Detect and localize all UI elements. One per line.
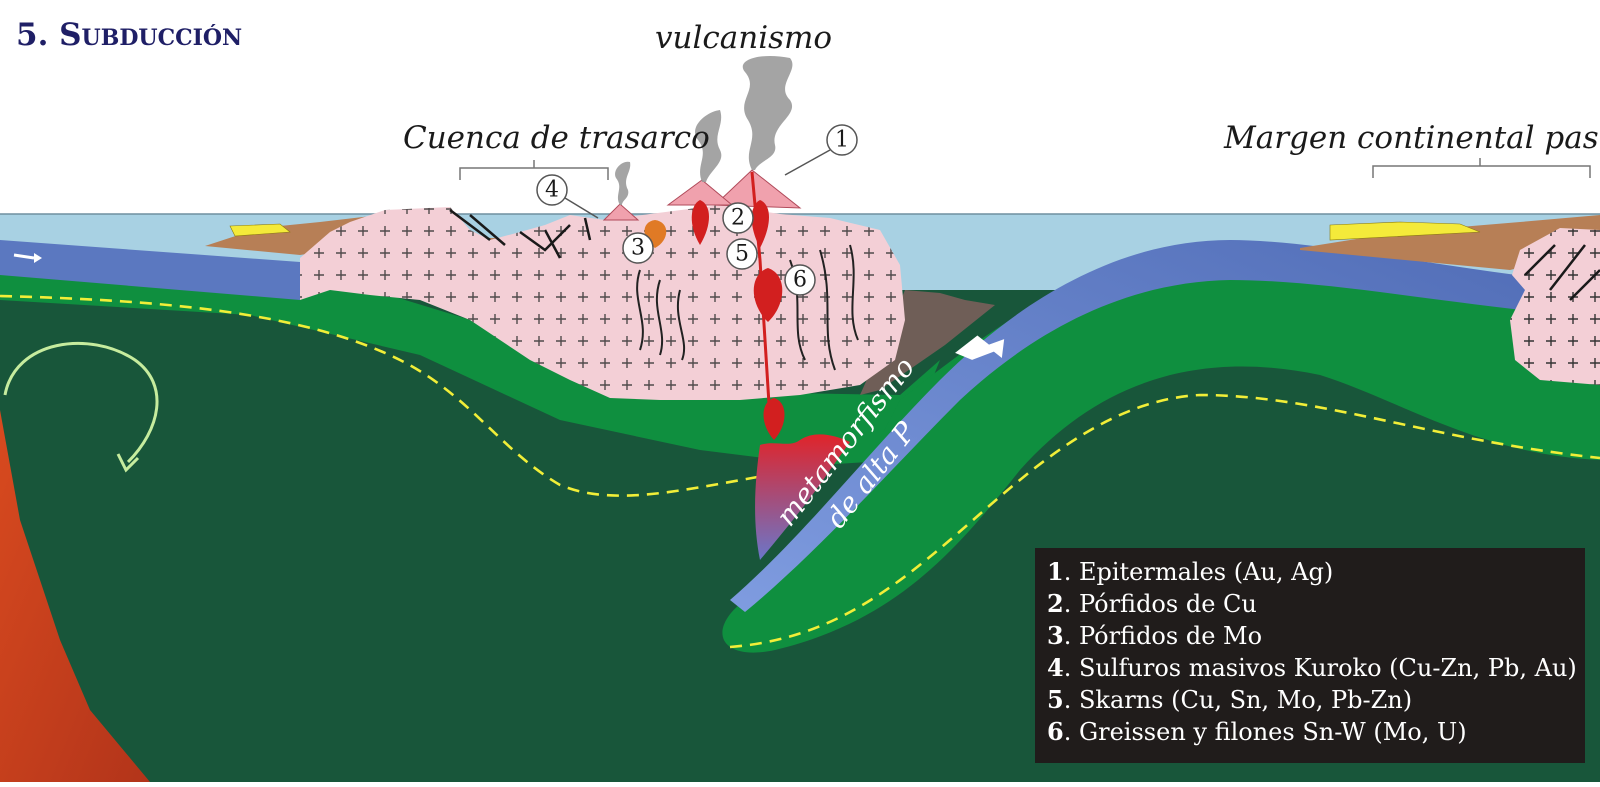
- limestone-right: [1329, 221, 1481, 241]
- leader-1: [784, 149, 831, 176]
- oceanic-crust-left: [0, 240, 300, 300]
- convection-arrow: [3, 341, 159, 464]
- legend-item-4: 4. Sulfuros masivos Kuroko (Cu-Zn, Pb, A…: [1047, 653, 1577, 682]
- convection-arrowhead: [116, 453, 140, 473]
- svg-text:2: 2: [731, 206, 745, 231]
- marker-3: 3: [622, 232, 654, 264]
- legend-item-6: 6. Greissen y filones Sn-W (Mo, U): [1047, 717, 1467, 746]
- mantle-plume: [0, 410, 150, 782]
- backarc-bracket: [459, 160, 609, 180]
- label-passive-margin: Margen continental pasivo: [1223, 120, 1600, 156]
- marker-5: 5: [726, 238, 758, 270]
- legend: 1. Epitermales (Au, Ag) 2. Pórfidos de C…: [1035, 548, 1585, 763]
- skarn-drop: [753, 268, 783, 322]
- magma-conduit: [750, 171, 772, 421]
- subducting-slab: [730, 240, 1600, 612]
- sky: [0, 0, 1600, 215]
- smoke-backarc: [615, 161, 631, 205]
- legend-item-3: 3. Pórfidos de Mo: [1047, 621, 1262, 650]
- accretionary-wedge: [860, 290, 995, 395]
- slab-motion-arrow: [955, 335, 1005, 360]
- marker-2: 2: [722, 202, 754, 234]
- lab-dashed-left: [0, 294, 801, 497]
- porphyry-cu-drop-a: [691, 200, 709, 245]
- label-volcanism: vulcanismo: [655, 20, 832, 56]
- svg-text:5: 5: [735, 242, 749, 267]
- left-plate-arrowhead: [34, 253, 42, 263]
- lab-dashed-right: [729, 393, 1600, 649]
- smoke-secondary: [695, 110, 722, 182]
- backarc-volcano: [602, 203, 640, 221]
- lithosphere-left: [0, 255, 940, 465]
- label-backarc: Cuenca de trasarco: [403, 120, 710, 156]
- passive-margin-faults: [1524, 244, 1600, 301]
- page-title: 5. Subducción: [16, 17, 242, 53]
- svg-text:4: 4: [545, 178, 559, 203]
- lithosphere-right: [722, 255, 1600, 653]
- intrusion-fractures: [636, 244, 859, 371]
- passive-margin-crust-pattern: [1510, 228, 1600, 385]
- passive-margin-bracket: [1372, 158, 1591, 178]
- marker-6: 6: [784, 264, 816, 296]
- left-plate-arrow: [13, 253, 35, 260]
- legend-item-2: 2. Pórfidos de Cu: [1047, 589, 1257, 618]
- legend-item-1: 1. Epitermales (Au, Ag): [1047, 557, 1333, 586]
- leader-4: [564, 197, 599, 219]
- limestone-left: [229, 223, 291, 237]
- melting-zone: [755, 434, 850, 560]
- svg-text:3: 3: [631, 236, 645, 261]
- deep-drop: [763, 398, 785, 440]
- svg-text:1: 1: [835, 128, 849, 153]
- smoke-main: [742, 55, 793, 170]
- backarc-faults: [449, 209, 592, 259]
- legend-box: [1035, 548, 1585, 763]
- svg-text:6: 6: [793, 268, 807, 293]
- marker-4: 4: [536, 174, 568, 206]
- legend-item-5: 5. Skarns (Cu, Sn, Mo, Pb-Zn): [1047, 685, 1412, 714]
- marker-1: 1: [826, 124, 858, 156]
- porphyry-cu-drop-b: [751, 200, 769, 248]
